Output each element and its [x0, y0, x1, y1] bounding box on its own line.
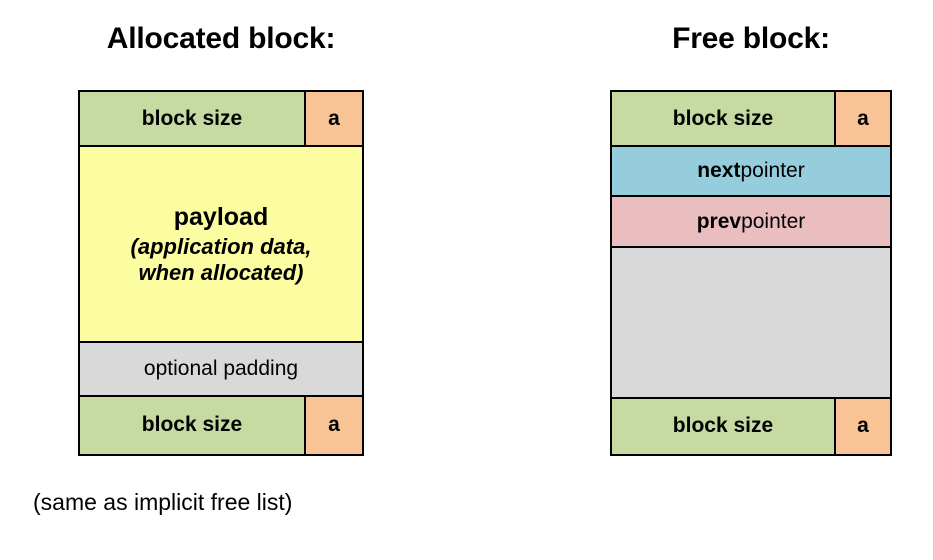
allocated-payload-row: payload (application data, when allocate…: [80, 147, 362, 344]
free-next-pointer-cell: next pointer: [612, 147, 890, 195]
free-header-alloc-flag-cell: a: [836, 92, 890, 146]
allocated-padding-row: optional padding: [80, 343, 362, 397]
prev-keyword: prev: [696, 209, 742, 233]
free-header-size-cell: block size: [612, 92, 836, 146]
free-empty-region-cell: [612, 248, 890, 397]
free-empty-region-row: [612, 248, 890, 399]
free-footer-size-cell: block size: [612, 398, 836, 454]
allocated-header-size-cell: block size: [80, 92, 306, 146]
next-pointer-suffix: pointer: [740, 159, 805, 183]
free-block-figure: block size a next pointer prev pointer b…: [610, 90, 892, 456]
allocated-header-row: block size a: [80, 92, 362, 148]
payload-sub-label-line1: (application data,: [130, 234, 312, 260]
allocated-header-alloc-flag-cell: a: [306, 92, 362, 146]
allocated-footer-alloc-flag-cell: a: [306, 396, 362, 455]
prev-pointer-suffix: pointer: [741, 209, 806, 233]
free-prev-pointer-row: prev pointer: [612, 196, 890, 249]
payload-main-label: payload: [173, 202, 269, 231]
free-footer-alloc-flag-cell: a: [836, 398, 890, 454]
free-prev-pointer-cell: prev pointer: [612, 196, 890, 247]
allocated-payload-cell: payload (application data, when allocate…: [80, 147, 362, 342]
free-block-title: Free block:: [672, 22, 830, 55]
next-keyword: next: [697, 159, 741, 183]
free-next-pointer-row: next pointer: [612, 147, 890, 197]
diagram-footnote: (same as implicit free list): [33, 489, 293, 515]
free-footer-row: block size a: [612, 398, 890, 454]
payload-sub-label-line2: when allocated): [138, 259, 304, 285]
allocated-footer-row: block size a: [80, 396, 362, 455]
allocated-block-title: Allocated block:: [106, 22, 336, 55]
allocated-optional-padding-cell: optional padding: [80, 343, 362, 395]
allocated-footer-size-cell: block size: [80, 396, 306, 455]
allocated-block-figure: block size a payload (application data, …: [78, 90, 364, 456]
free-header-row: block size a: [612, 92, 890, 148]
